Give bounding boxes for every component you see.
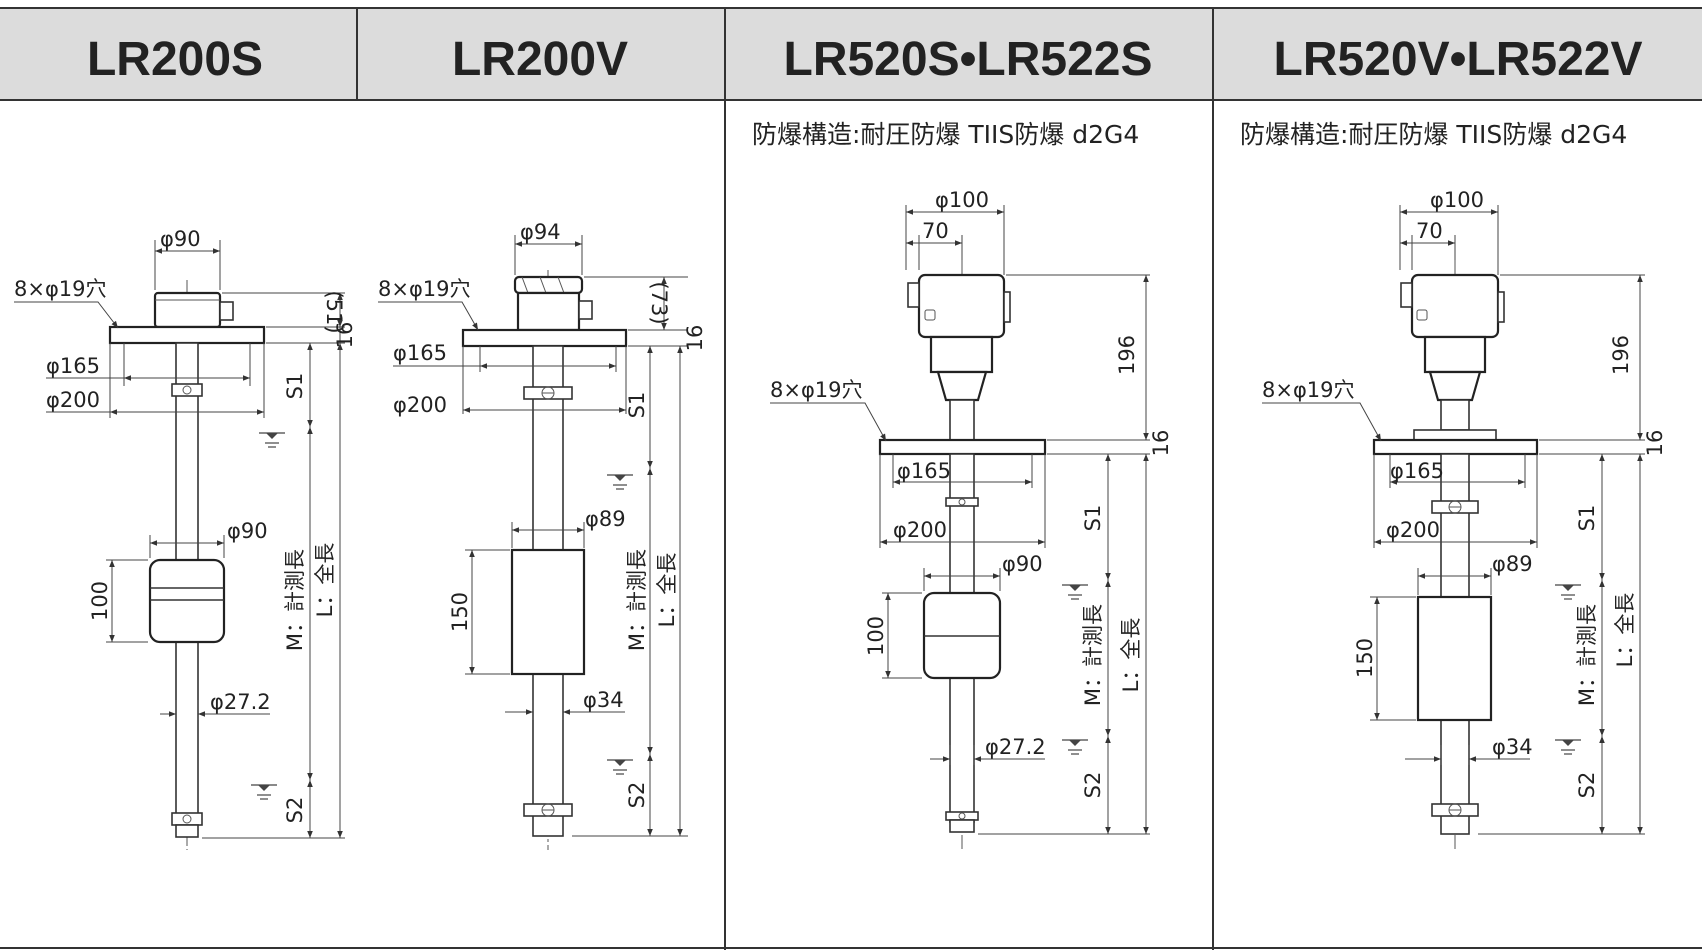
drawing-lr200s: φ90 8×φ19穴 φ165 φ200 φ90 100 φ27.2 (51) …	[14, 227, 357, 850]
label-measure-length-v: M：計測長	[625, 549, 649, 651]
header-lr520s-lr522s: LR520S•LR522S	[784, 33, 1153, 86]
label-s2-s520: S2	[1081, 772, 1105, 799]
label-flange-16-v: 16	[683, 325, 707, 352]
label-phi90-float: φ90	[227, 519, 268, 543]
label-phi27-2: φ27.2	[210, 690, 271, 714]
label-phi200: φ200	[46, 388, 100, 412]
label-total-length: L：全長	[313, 543, 337, 618]
header-background	[0, 8, 1702, 100]
label-phi100-v: φ100	[1430, 188, 1484, 212]
label-phi200-s520: φ200	[893, 518, 947, 542]
label-phi89: φ89	[585, 507, 626, 531]
explosion-note-s: 防爆構造:耐圧防爆 TIIS防爆 d2G4	[752, 120, 1139, 149]
label-holes: 8×φ19穴	[14, 277, 107, 301]
label-head-73: (73)	[647, 281, 671, 324]
label-phi90-s520: φ90	[1002, 552, 1043, 576]
label-total-length-v: L：全長	[655, 553, 679, 628]
explosion-note-v: 防爆構造:耐圧防爆 TIIS防爆 d2G4	[1240, 120, 1627, 149]
label-70-v: 70	[1416, 219, 1443, 243]
label-s1-v: S1	[625, 392, 649, 419]
label-phi165-v: φ165	[393, 341, 447, 365]
label-float-height-100: 100	[88, 581, 112, 621]
label-phi94-head: φ94	[520, 220, 561, 244]
header-lr200v: LR200V	[452, 33, 628, 86]
label-flange-16-s520: 16	[1149, 430, 1173, 457]
drawing-lr200v: φ94 8×φ19穴 φ165 φ200 φ89 150 φ34 (73) 16	[378, 220, 707, 850]
label-phi165: φ165	[46, 354, 100, 378]
label-holes-s520: 8×φ19穴	[770, 378, 863, 402]
label-phi90-head: φ90	[160, 227, 201, 251]
header-lr520v-lr522v: LR520V•LR522V	[1274, 33, 1643, 86]
label-holes-v520: 8×φ19穴	[1262, 378, 1355, 402]
label-measure-length: M：計測長	[283, 549, 307, 651]
label-flange-16-v520: 16	[1643, 430, 1667, 457]
label-196-v520: 196	[1609, 335, 1633, 375]
label-float-height-150: 150	[448, 592, 472, 632]
label-total-length-s520: L：全長	[1119, 618, 1143, 693]
label-phi34-v520: φ34	[1492, 735, 1533, 759]
label-total-length-v520: L：全長	[1613, 593, 1637, 668]
label-s2-v520: S2	[1575, 772, 1599, 799]
label-phi165-s520: φ165	[897, 459, 951, 483]
label-phi100: φ100	[935, 188, 989, 212]
label-holes-v: 8×φ19穴	[378, 277, 471, 301]
label-70: 70	[922, 219, 949, 243]
label-196-s520: 196	[1115, 335, 1139, 375]
label-s2-v: S2	[625, 782, 649, 809]
header-lr200s: LR200S	[87, 33, 263, 86]
label-phi165-v520: φ165	[1390, 459, 1444, 483]
label-phi34: φ34	[583, 688, 624, 712]
label-s1: S1	[283, 373, 307, 400]
label-phi89-v520: φ89	[1492, 552, 1533, 576]
label-measure-length-s520: M：計測長	[1081, 604, 1105, 706]
header-row: LR200S LR200V LR520S•LR522S LR520V•LR522…	[0, 7, 1702, 950]
label-phi200-v520: φ200	[1386, 518, 1440, 542]
label-head-51: (51)	[322, 290, 346, 333]
label-float-height-100-s520: 100	[864, 616, 888, 656]
label-float-height-150-v520: 150	[1353, 638, 1377, 678]
label-s1-v520: S1	[1575, 505, 1599, 532]
label-flange-16: 16	[333, 322, 357, 349]
drawing-lr520v: 防爆構造:耐圧防爆 TIIS防爆 d2G4 φ100 70 8×φ19穴	[1240, 120, 1667, 850]
label-phi27-2-s520: φ27.2	[985, 735, 1046, 759]
drawing-lr520s: 防爆構造:耐圧防爆 TIIS防爆 d2G4 φ100 70 8×φ19穴	[752, 120, 1173, 850]
label-s1-s520: S1	[1081, 505, 1105, 532]
label-measure-length-v520: M：計測長	[1575, 604, 1599, 706]
label-s2: S2	[283, 797, 307, 824]
label-phi200-v: φ200	[393, 393, 447, 417]
